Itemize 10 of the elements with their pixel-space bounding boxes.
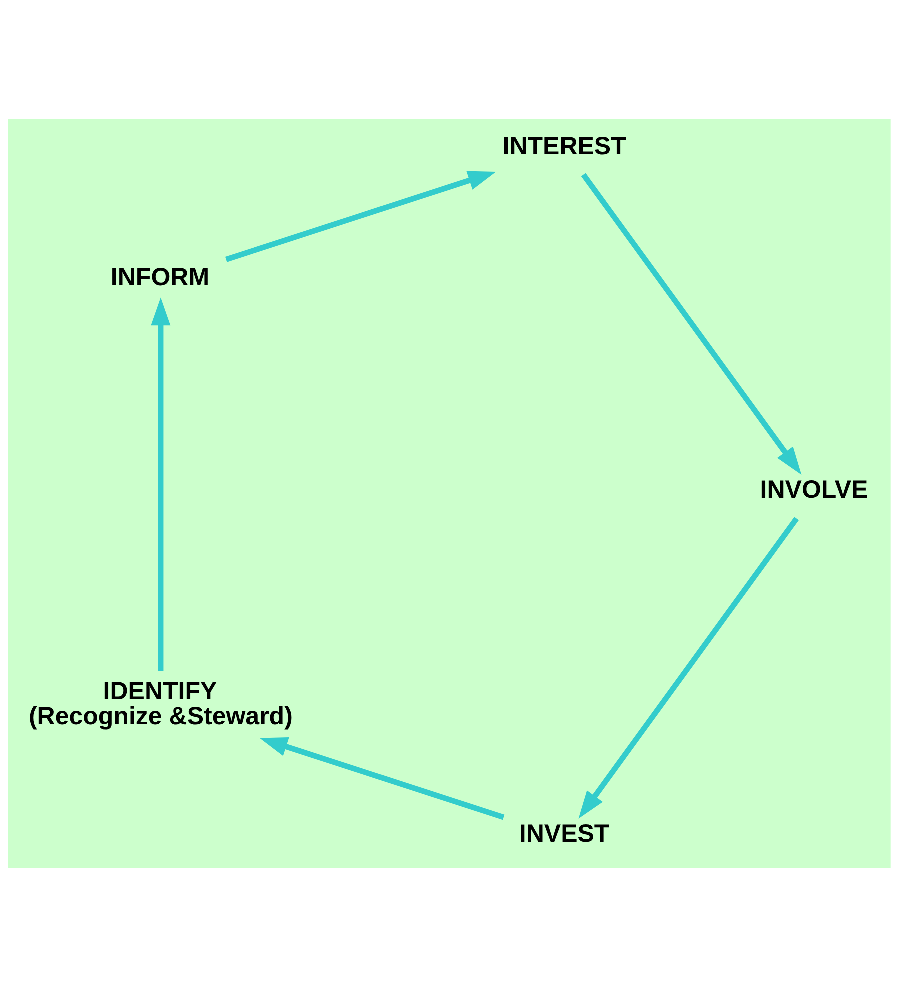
- node-text: INVOLVE: [760, 476, 868, 504]
- node-text: INVEST: [519, 820, 610, 848]
- arrow: [578, 517, 800, 819]
- node-text: IDENTIFY (Recognize &Steward): [28, 678, 293, 731]
- arrow: [225, 171, 496, 262]
- arrow: [260, 738, 505, 820]
- node-text: INFORM: [110, 264, 210, 292]
- arrow: [581, 173, 802, 475]
- arrow: [151, 298, 171, 672]
- node-text: INTEREST: [502, 132, 626, 160]
